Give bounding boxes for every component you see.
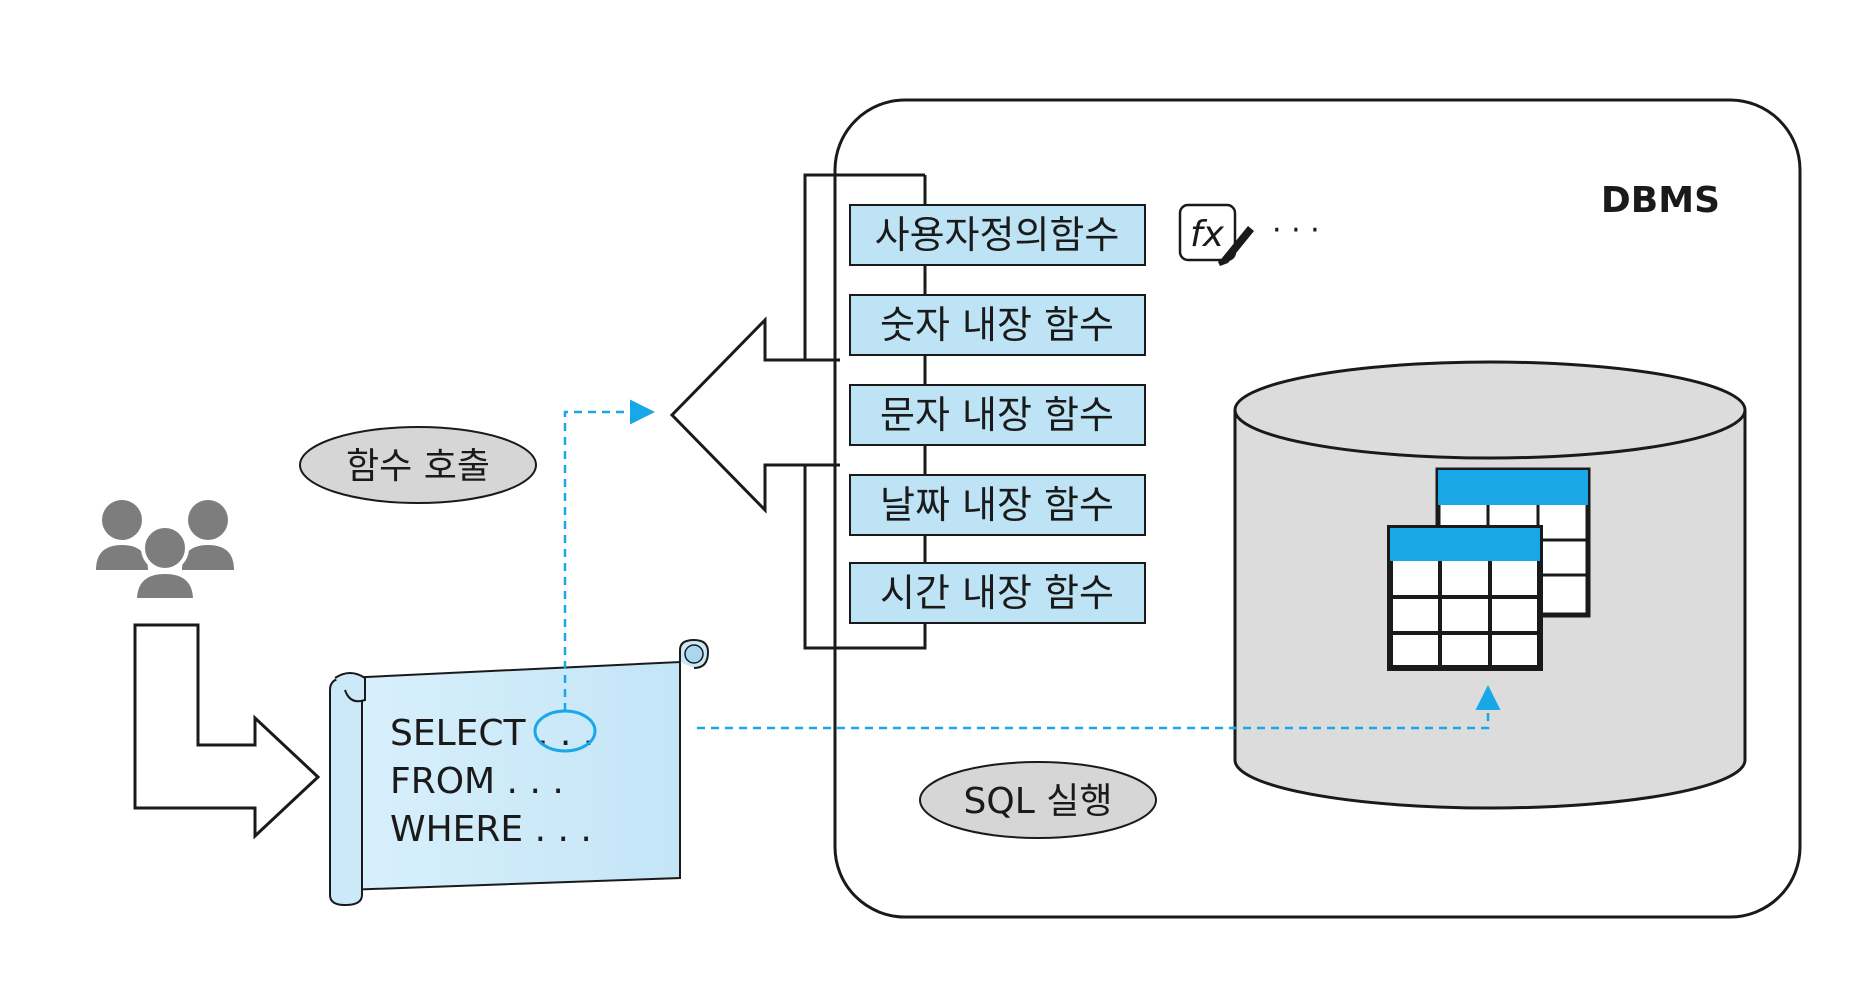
dbms-label: DBMS [1601, 180, 1720, 221]
function-box-label: 날짜 내장 함수 [880, 483, 1114, 527]
function-box-numeric [849, 294, 1146, 356]
function-box-label: 사용자정의함수 [875, 213, 1120, 257]
users-icon [96, 500, 234, 602]
sql-exec-connector [697, 685, 1501, 730]
sql-line-from: FROM . . . [390, 761, 564, 802]
sql-line-select: SELECT . . . [390, 713, 594, 754]
sql-scroll [329, 638, 710, 907]
function-box-list: 사용자정의함수 숫자 내장 함수 문자 내장 함수 날짜 내장 함수 시간 내장… [849, 204, 1146, 624]
function-box-label: 시간 내장 함수 [880, 571, 1114, 615]
svg-text:함수 호출: 함수 호출 [346, 446, 490, 487]
function-box-label: 숫자 내장 함수 [880, 303, 1114, 347]
function-box-string [849, 384, 1146, 446]
svg-text:fx: fx [1190, 214, 1225, 255]
table-icon-front [1387, 525, 1543, 671]
ellipsis: · · · [1272, 213, 1320, 248]
function-box-time [849, 562, 1146, 624]
sql-line-where: WHERE . . . [390, 809, 592, 850]
function-box-user-defined [849, 204, 1146, 266]
user-to-sql-arrow [133, 623, 321, 840]
sql-exec-oval: SQL 실행 [919, 761, 1157, 839]
svg-text:SQL 실행: SQL 실행 [964, 781, 1113, 822]
function-call-oval: 함수 호출 [299, 426, 537, 504]
fx-icon: fx [1178, 203, 1254, 266]
function-box-label: 문자 내장 함수 [880, 393, 1114, 437]
function-box-date [849, 474, 1146, 536]
function-call-connector [563, 399, 655, 711]
big-left-arrow [669, 316, 805, 514]
